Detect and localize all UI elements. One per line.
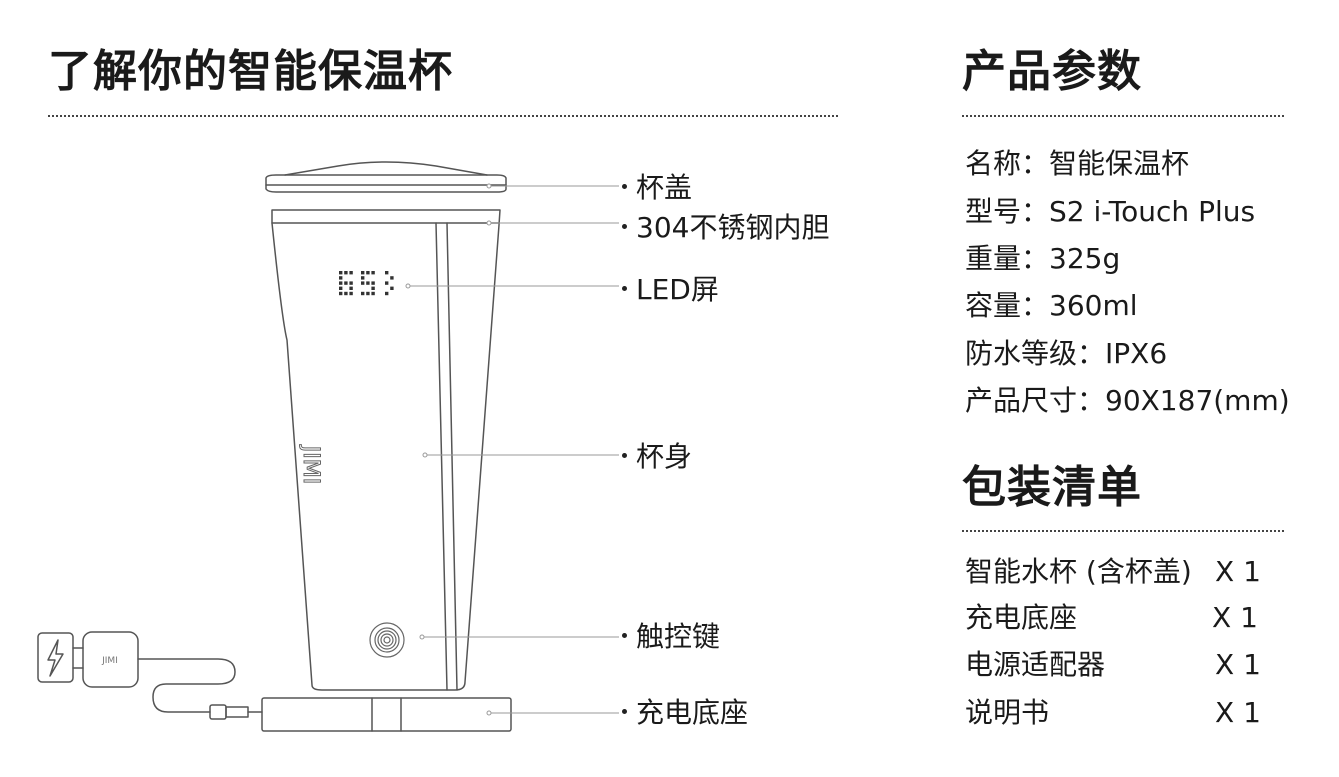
callout-led-label: LED屏 <box>636 273 719 306</box>
bullet-icon <box>622 452 627 458</box>
callout-base: 充电底座 <box>622 699 748 727</box>
led-dot <box>361 276 365 280</box>
led-dot <box>361 271 365 275</box>
led-dot <box>339 281 343 285</box>
package-item-name: 说明书 <box>965 696 1050 729</box>
led-dot <box>349 281 353 285</box>
led-dot <box>385 281 389 285</box>
bullet-icon <box>622 223 627 229</box>
led-dot <box>339 291 343 296</box>
led-dot <box>349 271 353 275</box>
callout-lid-label: 杯盖 <box>636 171 693 204</box>
led-dot <box>371 271 375 275</box>
led-dot <box>385 291 389 296</box>
led-dot <box>361 281 365 285</box>
callout-body-label: 杯身 <box>636 440 693 473</box>
led-dot <box>339 271 343 275</box>
led-dot <box>344 291 348 296</box>
package-divider <box>962 530 1284 532</box>
lid-outline <box>265 174 507 193</box>
callout-touch: 触控键 <box>622 623 720 651</box>
lid-dome <box>284 161 488 176</box>
spec-row: 名称：智能保温杯 <box>965 147 1190 180</box>
package-item-qty: X 1 <box>1215 696 1261 729</box>
led-dot <box>349 291 353 296</box>
led-dot <box>344 281 348 285</box>
callout-touch-label: 触控键 <box>636 620 721 653</box>
specs-title: 产品参数 <box>962 46 1142 97</box>
spec-row: 容量：360ml <box>965 289 1138 322</box>
cup-brand-mark: JIMI <box>298 444 323 484</box>
bullet-icon <box>622 708 627 714</box>
spec-row: 重量：325g <box>965 242 1121 275</box>
specs-divider <box>962 115 1284 117</box>
spec-row: 型号：S2 i-Touch Plus <box>965 195 1256 228</box>
fingerprint-icon <box>369 622 405 658</box>
lightning-icon <box>47 639 64 677</box>
led-dot <box>371 286 375 290</box>
led-dot <box>344 271 348 275</box>
cable <box>137 658 236 713</box>
bullet-icon <box>622 285 627 291</box>
page-title: 了解你的智能保温杯 <box>48 46 453 97</box>
spec-row: 产品尺寸：90X187(mm) <box>965 384 1290 417</box>
bullet-icon <box>622 632 627 638</box>
package-item-name: 电源适配器 <box>965 648 1106 681</box>
led-dots <box>339 271 394 296</box>
led-dot <box>349 286 353 290</box>
led-dot <box>385 271 389 275</box>
led-dot <box>339 286 343 290</box>
led-dot <box>339 276 343 280</box>
callout-lid: 杯盖 <box>622 174 692 202</box>
title-divider <box>48 115 838 117</box>
package-item-qty: X 1 <box>1212 601 1258 634</box>
led-dot <box>361 291 365 296</box>
led-dot <box>366 271 370 275</box>
led-dot <box>371 291 375 296</box>
callout-liner: 304不锈钢内胆 <box>622 214 829 242</box>
callout-liner-label: 304不锈钢内胆 <box>636 211 830 244</box>
cup-body-outline <box>271 209 501 691</box>
callout-base-label: 充电底座 <box>636 696 749 729</box>
package-item-qty: X 1 <box>1215 555 1261 588</box>
package-item-qty: X 1 <box>1215 648 1261 681</box>
package-title: 包装清单 <box>962 462 1142 513</box>
spec-row: 防水等级：IPX6 <box>965 337 1168 370</box>
led-dot <box>371 281 375 285</box>
adapter-brand-mark: JIMI <box>101 656 118 666</box>
led-dot <box>366 281 370 285</box>
led-dot <box>390 276 394 280</box>
callout-led: LED屏 <box>622 276 719 304</box>
callout-body: 杯身 <box>622 443 692 471</box>
package-item-name: 充电底座 <box>965 601 1078 634</box>
package-item-name: 智能水杯 (含杯盖) <box>965 555 1192 588</box>
led-dot <box>390 286 394 290</box>
bullet-icon <box>622 183 627 189</box>
led-dot <box>366 291 370 296</box>
base-outline <box>261 697 512 732</box>
